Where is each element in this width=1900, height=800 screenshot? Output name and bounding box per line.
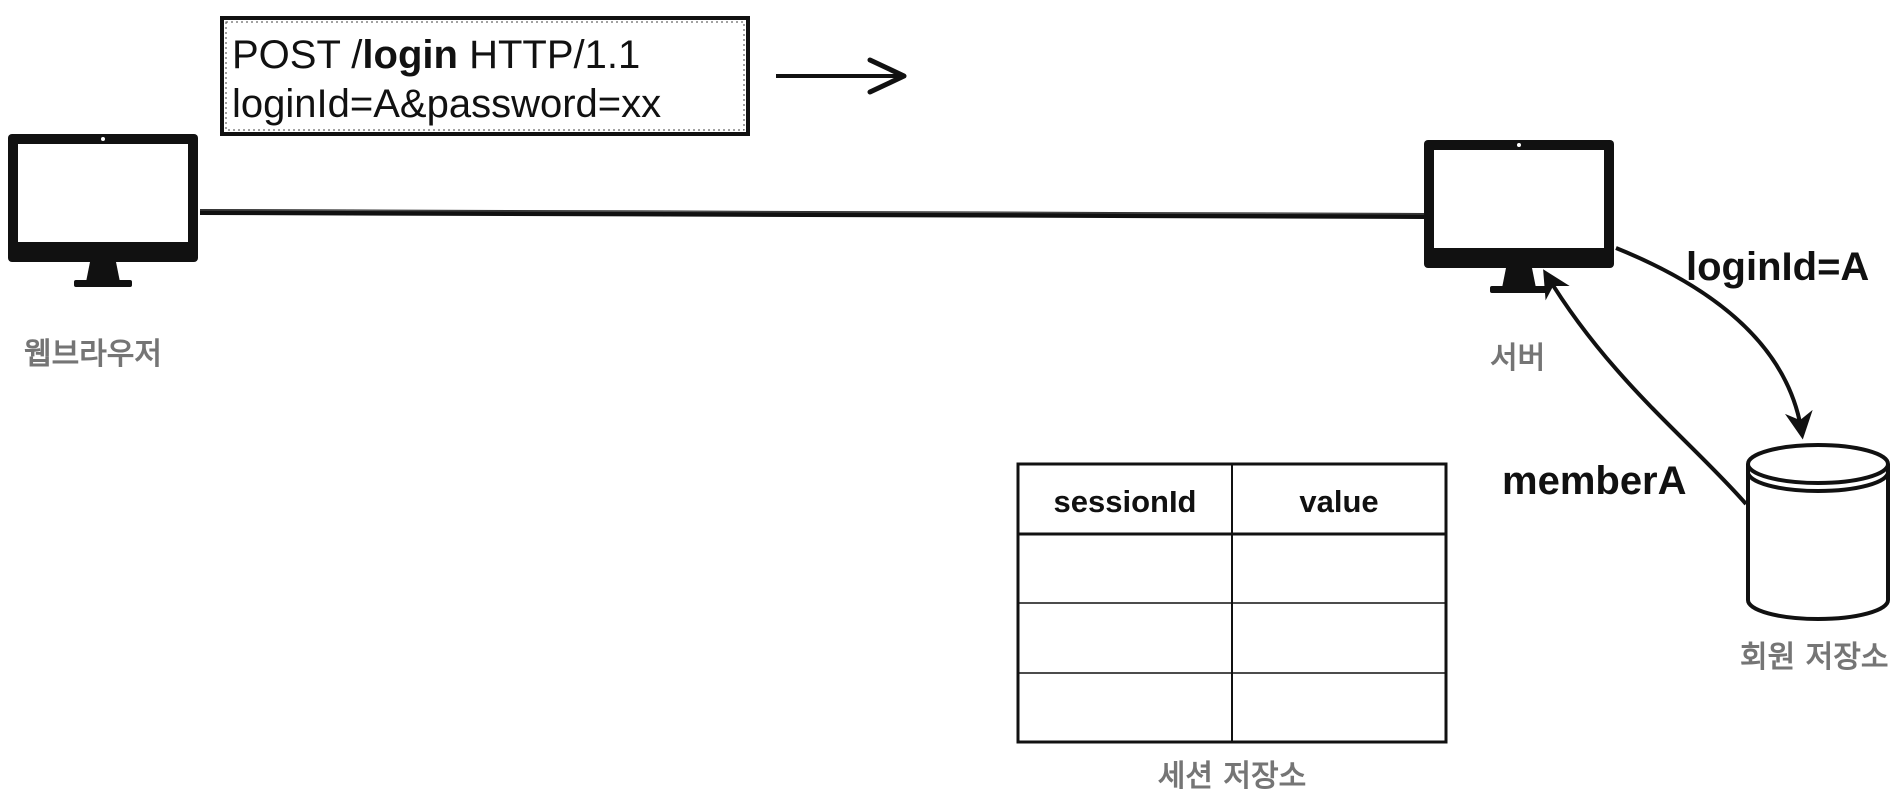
- session-store-label: 세션 저장소: [1158, 759, 1306, 794]
- session-table: sessionId value: [1016, 462, 1448, 744]
- server-monitor-icon: [1424, 140, 1614, 293]
- arrow-label-member: memberA: [1502, 459, 1687, 503]
- connection-line: [199, 209, 1425, 219]
- arrow-to-member-store: [1615, 246, 1813, 440]
- member-store-label: 회원 저장소: [1740, 640, 1888, 675]
- arrow-label-login-id: loginId=A: [1686, 245, 1869, 289]
- http-request-box: POST /login HTTP/1.1 loginId=A&password=…: [220, 16, 750, 136]
- request-arrow: [776, 57, 907, 95]
- browser-label: 웹브라우저: [24, 337, 162, 372]
- request-body: loginId=A&password=xx: [232, 82, 661, 126]
- server-label: 서버: [1490, 341, 1545, 376]
- arrow-to-server: [1543, 269, 1748, 506]
- browser-monitor-icon: [8, 134, 198, 287]
- column-header-value: value: [1299, 484, 1378, 519]
- request-line: POST /login HTTP/1.1: [232, 33, 640, 77]
- member-store-database-icon: [1746, 443, 1890, 621]
- column-header-session-id: sessionId: [1054, 484, 1197, 519]
